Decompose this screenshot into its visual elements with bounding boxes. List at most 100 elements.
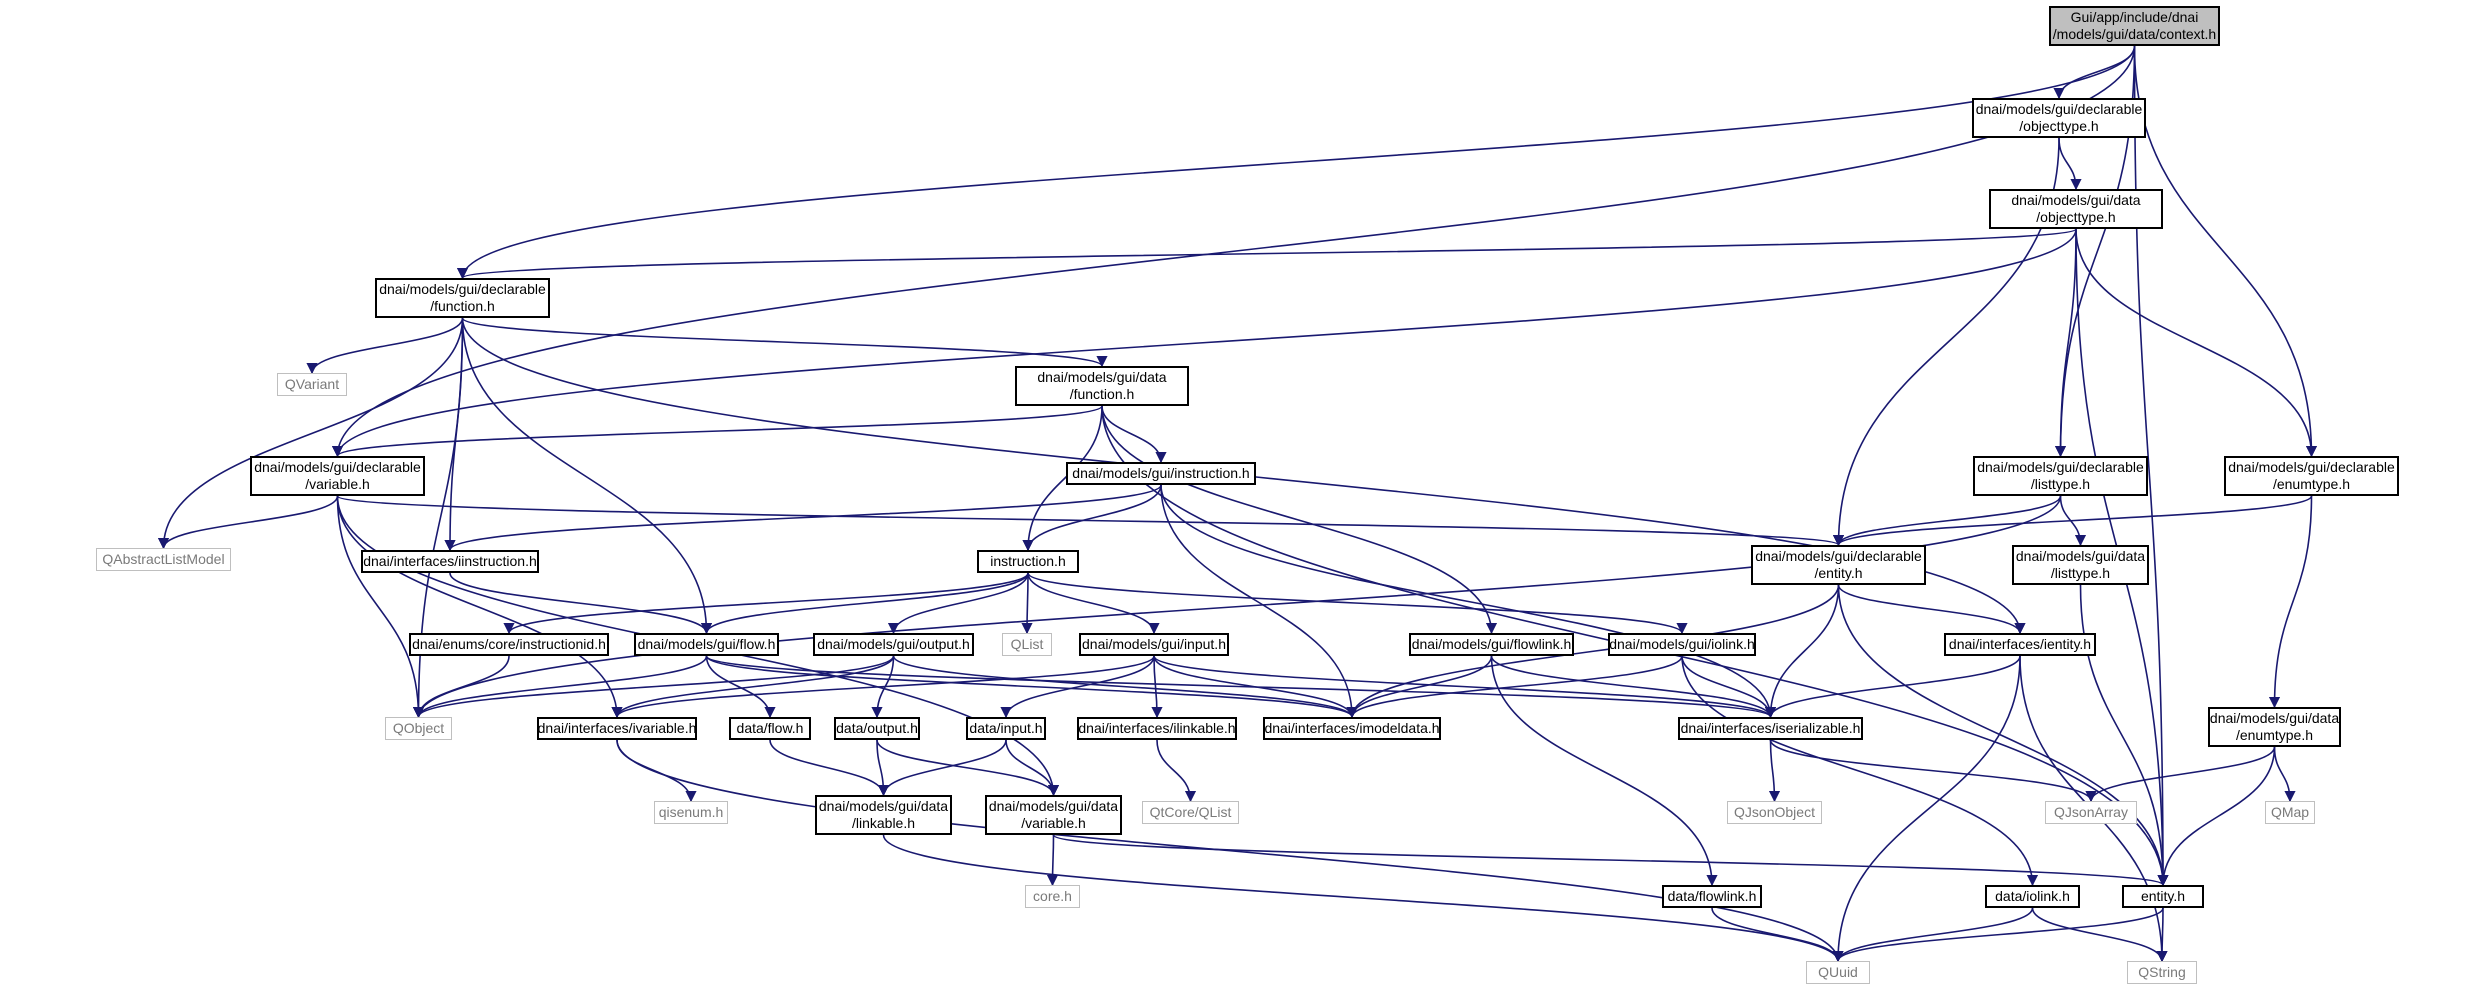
node-label-line: dnai/models/gui/data xyxy=(2015,548,2146,564)
node-instruction[interactable]: instruction.h xyxy=(977,550,1079,573)
edge-decl-entity-to-imodeldata xyxy=(1346,584,1840,719)
edge-data-output-to-data-variable xyxy=(876,739,1060,797)
edge-iolink-to-imodeldata xyxy=(1346,655,1683,719)
node-label-line: /objecttype.h xyxy=(2036,209,2116,225)
node-label-line: dnai/interfaces/ientity.h xyxy=(1948,636,2092,652)
edge-entity-to-qstring xyxy=(2156,907,2168,963)
edge-decl-entity-to-entity xyxy=(1837,584,2169,887)
node-label-line: QAbstractListModel xyxy=(102,551,225,567)
node-label-line: data/input.h xyxy=(969,720,1043,736)
edge-instruction-to-output xyxy=(887,572,1029,635)
node-data-flowlink[interactable]: data/flowlink.h xyxy=(1662,885,1762,908)
edge-decl-listtype-to-decl-entity xyxy=(1832,495,2062,547)
node-qtcore-qlist: QtCore/QList xyxy=(1142,801,1239,824)
edge-decl-entity-to-iserializable xyxy=(1764,584,1840,719)
node-label-line: dnai/models/gui/iolink.h xyxy=(1609,636,1755,652)
node-quuid: QUuid xyxy=(1806,961,1870,984)
node-data-flow[interactable]: data/flow.h xyxy=(729,717,811,740)
node-decl-variable[interactable]: dnai/models/gui/declarable/variable.h xyxy=(250,456,425,496)
node-label-line: /listtype.h xyxy=(2030,476,2091,492)
node-label-line: dnai/models/gui/data xyxy=(2209,710,2340,726)
node-qvariant: QVariant xyxy=(277,373,347,396)
edge-flowlink-to-imodeldata xyxy=(1346,655,1493,719)
node-decl-objecttype[interactable]: dnai/models/gui/declarable/objecttype.h xyxy=(1972,98,2146,138)
node-data-function[interactable]: dnai/models/gui/data/function.h xyxy=(1015,366,1189,406)
node-qlist: QList xyxy=(1002,633,1052,656)
edge-data-variable-to-core xyxy=(1046,834,1059,887)
node-output[interactable]: dnai/models/gui/output.h xyxy=(813,633,974,656)
node-decl-function[interactable]: dnai/models/gui/declarable/function.h xyxy=(375,278,550,318)
edge-data-variable-to-entity xyxy=(1052,834,2169,887)
node-qstring: QString xyxy=(2127,961,2197,984)
node-label-line: /models/gui/data/context.h xyxy=(2052,26,2217,42)
node-ilinkable[interactable]: dnai/interfaces/ilinkable.h xyxy=(1077,717,1237,740)
edge-input-to-ivariable xyxy=(611,655,1155,719)
node-data-output[interactable]: data/output.h xyxy=(834,717,920,740)
node-data-linkable[interactable]: dnai/models/gui/data/linkable.h xyxy=(815,795,952,835)
node-label-line: data/iolink.h xyxy=(1995,888,2070,904)
edge-flowlink-to-iserializable xyxy=(1490,655,1777,719)
node-label-line: /entity.h xyxy=(1814,565,1863,581)
node-data-variable[interactable]: dnai/models/gui/data/variable.h xyxy=(985,795,1122,835)
edge-data-input-to-data-linkable xyxy=(877,739,1007,797)
node-imodeldata[interactable]: dnai/interfaces/imodeldata.h xyxy=(1263,717,1441,740)
node-entity[interactable]: entity.h xyxy=(2122,885,2204,908)
node-label-line: dnai/models/gui/data xyxy=(1037,369,1167,385)
node-data-input[interactable]: data/input.h xyxy=(966,717,1046,740)
edge-flow-to-imodeldata xyxy=(705,655,1358,719)
edge-instruction-to-instructionid xyxy=(503,572,1029,635)
node-label-line: QList xyxy=(1010,636,1044,652)
edge-iserializable-to-qjsonarray xyxy=(1769,739,2097,803)
edge-context-to-decl-function xyxy=(457,45,2136,280)
node-decl-entity[interactable]: dnai/models/gui/declarable/entity.h xyxy=(1751,545,1926,585)
node-data-enumtype[interactable]: dnai/models/gui/data/enumtype.h xyxy=(2208,707,2341,747)
edge-data-enumtype-to-entity xyxy=(2157,746,2276,887)
edge-data-flowlink-to-quuid xyxy=(1711,907,1844,963)
node-label-line: QMap xyxy=(2270,804,2310,820)
node-label-line: QUuid xyxy=(1818,964,1858,980)
node-label-line: /function.h xyxy=(1069,386,1135,402)
node-iserializable[interactable]: dnai/interfaces/iserializable.h xyxy=(1678,717,1863,740)
node-decl-listtype[interactable]: dnai/models/gui/declarable/listtype.h xyxy=(1973,456,2148,496)
edge-instruction-to-input xyxy=(1027,572,1160,635)
edge-data-function-to-instruction-full xyxy=(1101,405,1167,464)
node-label-line: dnai/models/gui/declarable xyxy=(1977,459,2144,475)
edge-data-function-to-decl-variable xyxy=(332,405,1103,458)
edge-decl-entity-to-ientity xyxy=(1837,584,2026,635)
node-flow[interactable]: dnai/models/gui/flow.h xyxy=(634,633,779,656)
node-decl-enumtype[interactable]: dnai/models/gui/declarable/enumtype.h xyxy=(2224,456,2399,496)
node-data-objecttype[interactable]: dnai/models/gui/data/objecttype.h xyxy=(1989,189,2163,229)
edge-iinstruction-to-flow xyxy=(449,572,713,635)
node-label-line: /linkable.h xyxy=(851,815,916,831)
node-label-line: entity.h xyxy=(2140,888,2186,904)
node-instruction-full[interactable]: dnai/models/gui/instruction.h xyxy=(1066,462,1256,485)
node-input[interactable]: dnai/models/gui/input.h xyxy=(1079,633,1229,656)
node-label-line: dnai/interfaces/ilinkable.h xyxy=(1078,720,1236,736)
node-data-iolink[interactable]: data/iolink.h xyxy=(1985,885,2080,908)
edge-flow-to-data-flow xyxy=(705,655,776,719)
node-ivariable[interactable]: dnai/interfaces/ivariable.h xyxy=(537,717,697,740)
node-data-listtype[interactable]: dnai/models/gui/data/listtype.h xyxy=(2012,545,2149,585)
node-label-line: dnai/models/gui/declarable xyxy=(1755,548,1922,564)
node-context[interactable]: Gui/app/include/dnai/models/gui/data/con… xyxy=(2049,6,2220,46)
edge-data-objecttype-to-decl-variable xyxy=(332,228,2077,458)
node-label-line: dnai/models/gui/instruction.h xyxy=(1072,465,1250,481)
node-label-line: QVariant xyxy=(284,376,340,392)
node-label-line: dnai/models/gui/data xyxy=(2011,192,2141,208)
node-instructionid[interactable]: dnai/enums/core/instructionid.h xyxy=(409,633,609,656)
node-label-line: dnai/interfaces/iinstruction.h xyxy=(363,553,537,569)
node-iinstruction[interactable]: dnai/interfaces/iinstruction.h xyxy=(361,550,539,573)
node-label-line: instruction.h xyxy=(990,553,1066,569)
node-label-line: dnai/interfaces/ivariable.h xyxy=(537,720,697,736)
edge-data-enumtype-to-qmap xyxy=(2273,746,2296,803)
edge-decl-enumtype-to-decl-entity xyxy=(1833,495,2313,547)
edge-output-to-qobject xyxy=(413,655,895,719)
node-ientity[interactable]: dnai/interfaces/ientity.h xyxy=(1944,633,2096,656)
node-flowlink[interactable]: dnai/models/gui/flowlink.h xyxy=(1409,633,1574,656)
node-label-line: /variable.h xyxy=(1021,815,1086,831)
edge-data-enumtype-to-qjsonarray xyxy=(2085,746,2276,803)
node-iolink[interactable]: dnai/models/gui/iolink.h xyxy=(1608,633,1756,656)
edge-instruction-full-to-iinstruction xyxy=(444,484,1162,552)
node-label-line: QJsonObject xyxy=(1734,804,1815,820)
node-label-line: QObject xyxy=(392,720,445,736)
